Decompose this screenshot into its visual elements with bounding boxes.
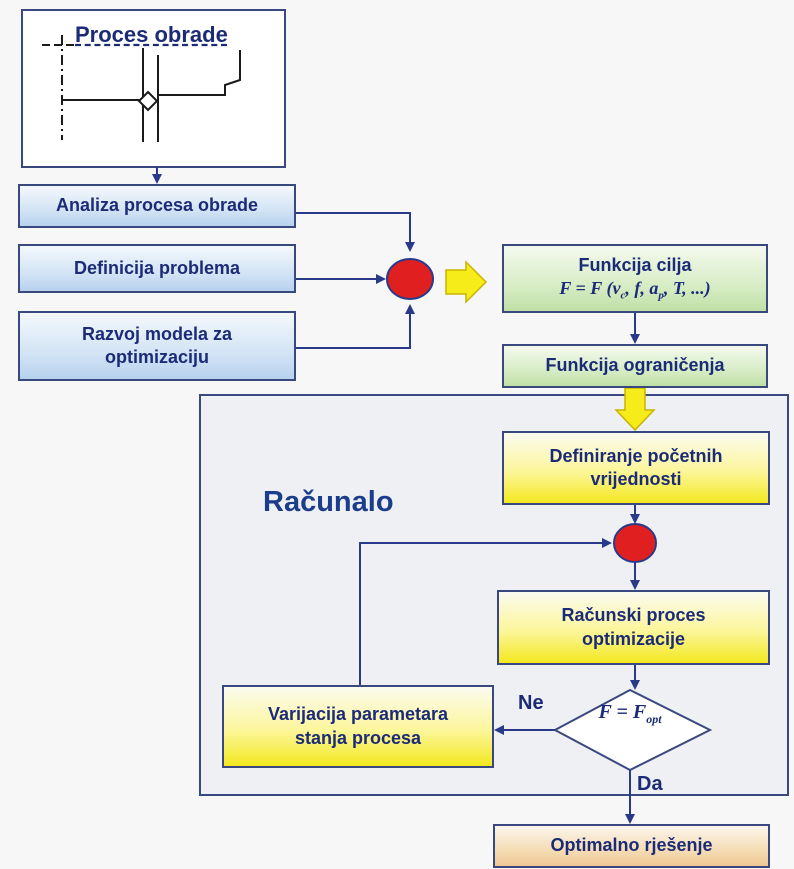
junction-node xyxy=(386,258,434,300)
branch-no-label: Ne xyxy=(518,692,544,714)
razvoj-label-line1: Razvoj modela za xyxy=(81,323,233,344)
definiranje-label-line1: Definiranje početnih xyxy=(549,445,723,466)
racunski-label-line1: Računski proces xyxy=(561,605,706,626)
definicija-box: Definicija problema xyxy=(18,244,296,293)
varijacija-label-line2: stanja procesa xyxy=(294,727,422,748)
funkcija-cilja-label: Funkcija cilja xyxy=(578,254,692,275)
loop-junction-node xyxy=(613,523,657,563)
optimalno-box: Optimalno rješenje xyxy=(493,824,770,868)
racunski-label-line2: optimizacije xyxy=(581,628,686,649)
objective-formula: F = F (vc, f, ap, T, ...) xyxy=(559,278,711,302)
definiranje-box: Definiranje početnih vrijednosti xyxy=(502,431,770,505)
racunski-box: Računski proces optimizacije xyxy=(497,590,770,665)
branch-yes-label: Da xyxy=(637,773,663,795)
funkcija-ogranicenja-box: Funkcija ograničenja xyxy=(502,344,768,388)
funkcija-cilja-box: Funkcija cilja F = F (vc, f, ap, T, ...) xyxy=(502,244,768,313)
decision-lhs: F = F xyxy=(598,701,647,723)
razvoj-label-line2: optimizaciju xyxy=(104,347,209,367)
definiranje-label-line2: vrijednosti xyxy=(590,469,682,489)
varijacija-box: Varijacija parametara stanja procesa xyxy=(222,685,494,768)
razvoj-box: Razvoj modela za optimizaciju xyxy=(18,311,296,381)
optimalno-label: Optimalno rješenje xyxy=(550,835,713,856)
analiza-box: Analiza procesa obrade xyxy=(18,184,296,228)
varijacija-label-line1: Varijacija parametara xyxy=(267,704,449,725)
analiza-label: Analiza procesa obrade xyxy=(55,195,259,216)
machining-sketch xyxy=(42,35,241,142)
yellow-arrow-right-icon xyxy=(445,260,488,304)
decision-condition: F = Fopt xyxy=(555,701,705,727)
computer-label: Računalo xyxy=(263,486,394,518)
yellow-arrow-down-icon xyxy=(614,387,656,432)
funkcija-ogranicenja-label: Funkcija ograničenja xyxy=(545,355,725,376)
decision-subscript: opt xyxy=(646,712,662,726)
process-title: Proces obrade xyxy=(75,22,228,47)
definicija-label: Definicija problema xyxy=(73,257,241,278)
process-sketch-frame xyxy=(21,9,286,168)
